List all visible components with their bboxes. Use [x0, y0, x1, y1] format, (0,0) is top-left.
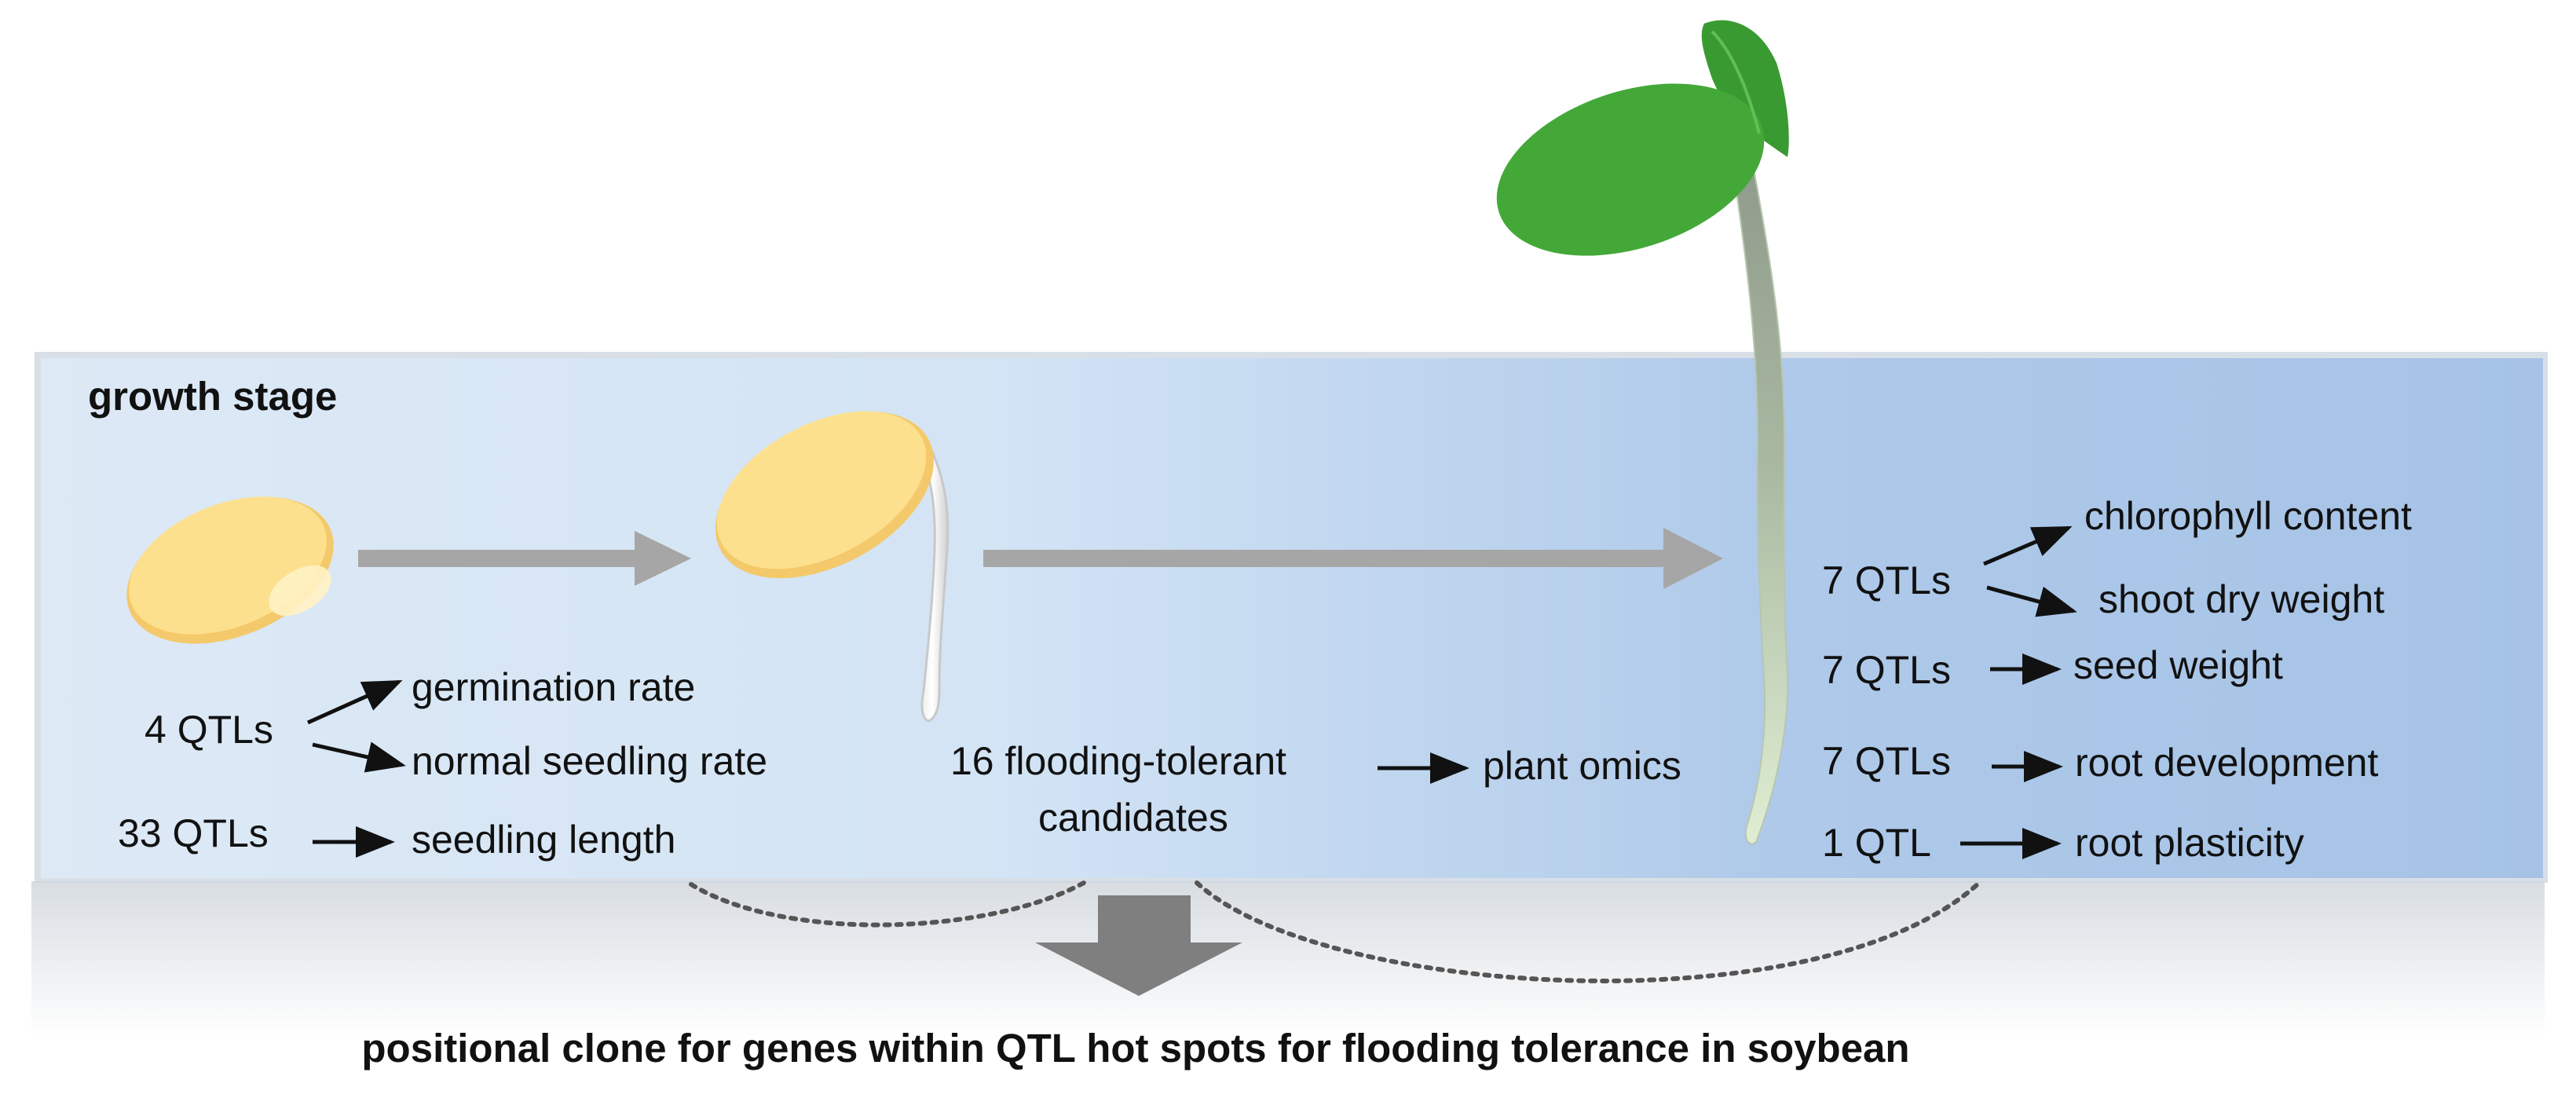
dotted-connector-right — [1195, 880, 1981, 983]
qtl-count-4: 4 QTLs — [145, 708, 273, 752]
arrow-to-germination-rate — [306, 679, 403, 725]
trait-seed-weight: seed weight — [2073, 643, 2283, 687]
qtl-count-7-root: 7 QTLs — [1822, 739, 1951, 783]
germination-stage-candidates: 16 flooding-tolerant candidates plant om… — [950, 739, 1681, 840]
dotted-connector-left — [689, 880, 1086, 928]
growth-stage-panel — [35, 352, 2548, 883]
seedling-stage-qtls: 7 QTLs chlorophyll content shoot dry wei… — [1822, 494, 2412, 865]
panel-title: growth stage — [88, 374, 337, 419]
seed-icon — [126, 496, 334, 644]
arrow-to-normal-seedling-rate — [312, 741, 406, 773]
target-plant-omics: plant omics — [1483, 744, 1681, 788]
qtl-count-7-shoot: 7 QTLs — [1822, 558, 1951, 602]
trait-normal-seedling-rate: normal seedling rate — [412, 739, 767, 783]
qtl-count-1: 1 QTL — [1822, 821, 1931, 865]
qtl-count-33: 33 QTLs — [118, 811, 269, 855]
candidates-line-2: candidates — [1038, 796, 1228, 840]
seedling-icon — [1496, 20, 1789, 845]
stage-arrow-1 — [358, 531, 691, 586]
qtl-count-7-seed: 7 QTLs — [1822, 648, 1951, 692]
arrow-to-shoot-dry-weight — [1986, 585, 2077, 617]
trait-germination-rate: germination rate — [412, 665, 695, 709]
trait-chlorophyll-content: chlorophyll content — [2084, 494, 2412, 538]
trait-root-development: root development — [2075, 741, 2378, 785]
trait-seedling-length: seedling length — [412, 818, 675, 862]
panel-reflection — [31, 881, 2545, 1038]
trait-shoot-dry-weight: shoot dry weight — [2098, 577, 2384, 621]
trait-root-plasticity: root plasticity — [2075, 821, 2304, 865]
stage-arrow-2 — [983, 528, 1723, 589]
seed-stage-qtls: 4 QTLs germination rate normal seedling … — [118, 665, 767, 862]
germinating-seed-icon — [715, 411, 950, 723]
arrow-to-chlorophyll-content — [1983, 525, 2073, 566]
conclusion-text: positional clone for genes within QTL ho… — [361, 1026, 1909, 1071]
result-arrow — [1035, 895, 1242, 996]
candidates-line-1: 16 flooding-tolerant — [950, 739, 1286, 783]
